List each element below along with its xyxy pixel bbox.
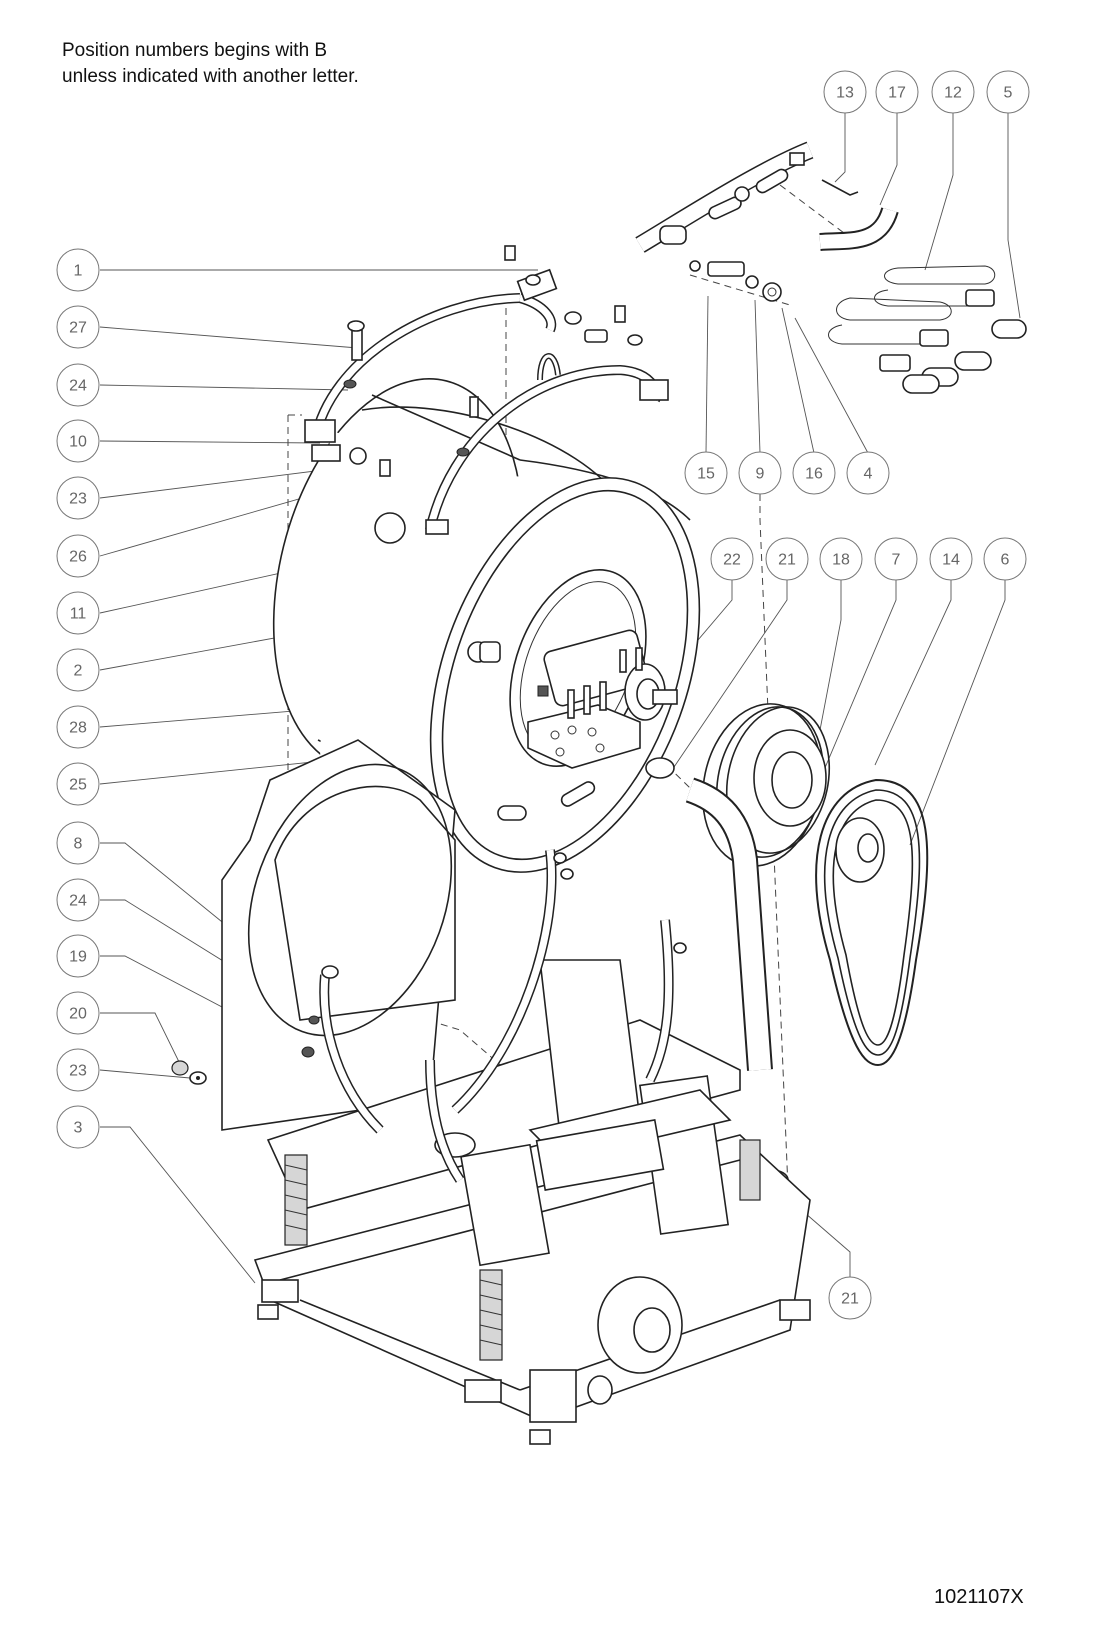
svg-text:3: 3 <box>74 1120 83 1137</box>
callout-23: 23 <box>56 1048 100 1092</box>
callout-26: 26 <box>56 534 100 578</box>
svg-text:6: 6 <box>1001 552 1010 569</box>
callout-28: 28 <box>56 705 100 749</box>
drawing-note: Position numbers begins with B unless in… <box>62 38 359 90</box>
svg-text:14: 14 <box>942 552 960 569</box>
callout-15: 15 <box>684 451 728 495</box>
callout-13: 13 <box>823 70 867 114</box>
callout-25: 25 <box>56 762 100 806</box>
callout-8: 8 <box>56 821 100 865</box>
callout-10: 10 <box>56 419 100 463</box>
frame <box>171 849 811 1445</box>
svg-text:4: 4 <box>864 466 873 483</box>
svg-text:28: 28 <box>69 720 87 737</box>
callout-5: 5 <box>986 70 1030 114</box>
svg-text:23: 23 <box>69 1063 87 1080</box>
svg-text:17: 17 <box>888 85 906 102</box>
callout-16: 16 <box>792 451 836 495</box>
callout-18: 18 <box>819 537 863 581</box>
svg-text:24: 24 <box>69 378 87 395</box>
svg-text:23: 23 <box>69 491 87 508</box>
callout-24: 24 <box>56 363 100 407</box>
drum <box>272 378 701 873</box>
svg-text:26: 26 <box>69 549 87 566</box>
svg-text:13: 13 <box>836 85 854 102</box>
svg-text:22: 22 <box>723 552 741 569</box>
svg-text:15: 15 <box>697 466 715 483</box>
svg-text:10: 10 <box>69 434 87 451</box>
pulleys-and-belt <box>645 703 929 1191</box>
callout-19: 19 <box>56 934 100 978</box>
callout-27: 27 <box>56 305 100 349</box>
svg-text:25: 25 <box>69 777 87 794</box>
svg-text:2: 2 <box>74 663 83 680</box>
note-line-1: Position numbers begins with B <box>62 40 328 61</box>
svg-text:16: 16 <box>805 466 823 483</box>
callout-14: 14 <box>929 537 973 581</box>
document-number: 1021107X <box>934 1586 1024 1608</box>
callout-23: 23 <box>56 476 100 520</box>
callout-17: 17 <box>875 70 919 114</box>
callout-22: 22 <box>710 537 754 581</box>
callout-6: 6 <box>983 537 1027 581</box>
svg-text:8: 8 <box>74 836 83 853</box>
svg-text:24: 24 <box>69 893 87 910</box>
callout-4: 4 <box>846 451 890 495</box>
svg-text:19: 19 <box>69 949 87 966</box>
support-panel <box>221 739 456 1131</box>
callout-12: 12 <box>931 70 975 114</box>
callout-3: 3 <box>56 1105 100 1149</box>
svg-text:12: 12 <box>944 85 962 102</box>
note-line-2: unless indicated with another letter. <box>62 66 359 87</box>
svg-text:9: 9 <box>756 466 765 483</box>
callout-11: 11 <box>56 591 100 635</box>
svg-text:11: 11 <box>70 606 87 623</box>
callout-2: 2 <box>56 648 100 692</box>
callout-21-lower: 21 <box>828 1276 872 1320</box>
heating-elements <box>635 141 1027 394</box>
callout-21: 21 <box>765 537 809 581</box>
svg-text:7: 7 <box>892 552 901 569</box>
bearing-housing <box>527 629 678 769</box>
callout-24: 24 <box>56 878 100 922</box>
callout-7: 7 <box>874 537 918 581</box>
callout-bubbles: 13 17 12 5 1 27 24 10 23 26 11 2 28 25 8… <box>56 70 1030 1320</box>
support-straps <box>304 245 669 535</box>
svg-text:18: 18 <box>832 552 850 569</box>
svg-text:27: 27 <box>69 320 87 337</box>
svg-text:21: 21 <box>841 1291 859 1308</box>
svg-text:20: 20 <box>69 1006 87 1023</box>
callout-20: 20 <box>56 991 100 1035</box>
svg-text:5: 5 <box>1004 85 1013 102</box>
svg-text:1: 1 <box>74 263 83 280</box>
svg-text:21: 21 <box>778 552 796 569</box>
callout-1: 1 <box>56 248 100 292</box>
callout-9: 9 <box>738 451 782 495</box>
